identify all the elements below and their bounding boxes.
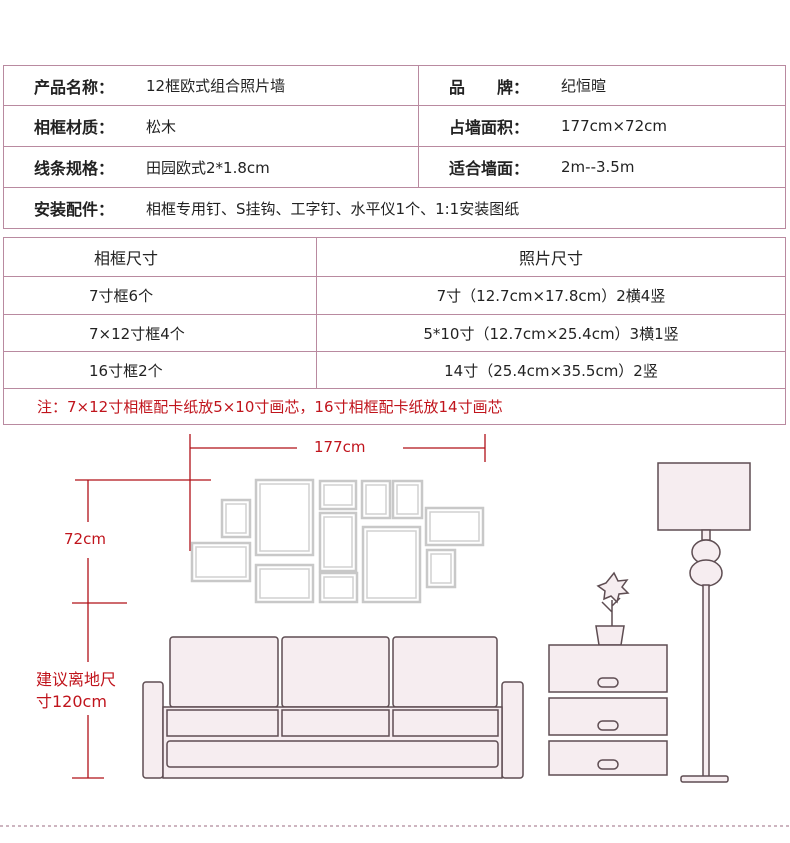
photo-frame-inner: [430, 553, 452, 584]
photo-frame-inner: [259, 483, 310, 552]
photo-frame-inner: [225, 503, 247, 534]
photo-frame-inner: [396, 484, 419, 515]
photo-frame: [190, 541, 252, 583]
size-note: 注：7×12寸相框配卡纸放5×10寸画芯，16寸相框配卡纸放14寸画芯: [3, 388, 786, 425]
photo-frame: [361, 525, 422, 604]
photo-frame-inner: [195, 546, 247, 578]
dimension-lines: [72, 434, 486, 779]
photo-frame: [424, 506, 485, 547]
photo-frame: [391, 479, 424, 520]
photo-frame: [318, 571, 359, 604]
floor-lamp: [657, 462, 751, 783]
photo-frame-inner: [365, 484, 387, 515]
floor-height-label: 建议离地尺寸120cm: [36, 670, 117, 711]
photo-frame-inner: [323, 576, 354, 599]
sofa: [142, 636, 524, 779]
photo-frames: [190, 478, 485, 604]
photo-frame-inner: [323, 484, 353, 506]
photo-frame-inner: [323, 516, 353, 568]
photo-frame-inner: [429, 511, 480, 542]
photo-frame: [318, 511, 358, 573]
photo-frame: [254, 478, 315, 557]
photo-frame: [254, 563, 315, 604]
photo-frame-inner: [366, 530, 417, 599]
height-label: 72cm: [64, 530, 106, 548]
photo-frame-inner: [259, 568, 310, 599]
side-cabinet: [548, 571, 668, 776]
spec-accessories: 安装配件：相框专用钉、S挂钩、工字钉、水平仪1个、1:1安装图纸: [3, 187, 786, 229]
width-label: 177cm: [314, 438, 366, 456]
